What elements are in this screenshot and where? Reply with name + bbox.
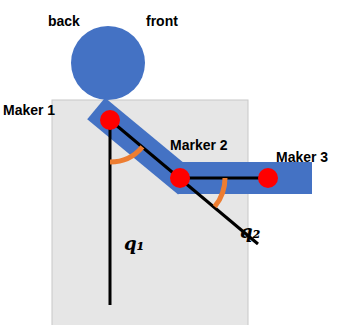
marker-label: Marker 2: [170, 138, 228, 153]
view-label: back: [48, 14, 80, 29]
angle-arc: [110, 147, 142, 162]
angle-label: q₁: [124, 234, 144, 254]
vertical-reference: [109, 120, 112, 305]
angle-arc: [215, 178, 225, 207]
marker-label: Maker 3: [276, 150, 328, 165]
forearm: [178, 162, 312, 194]
marker-label: Maker 1: [3, 103, 55, 118]
marker-dot: [100, 110, 120, 130]
view-label: front: [146, 14, 178, 29]
head: [71, 26, 145, 100]
marker-dot: [170, 168, 190, 188]
angle-label: q₂: [240, 222, 260, 242]
marker-dot: [258, 168, 278, 188]
upper-arm-axis: [110, 120, 258, 244]
